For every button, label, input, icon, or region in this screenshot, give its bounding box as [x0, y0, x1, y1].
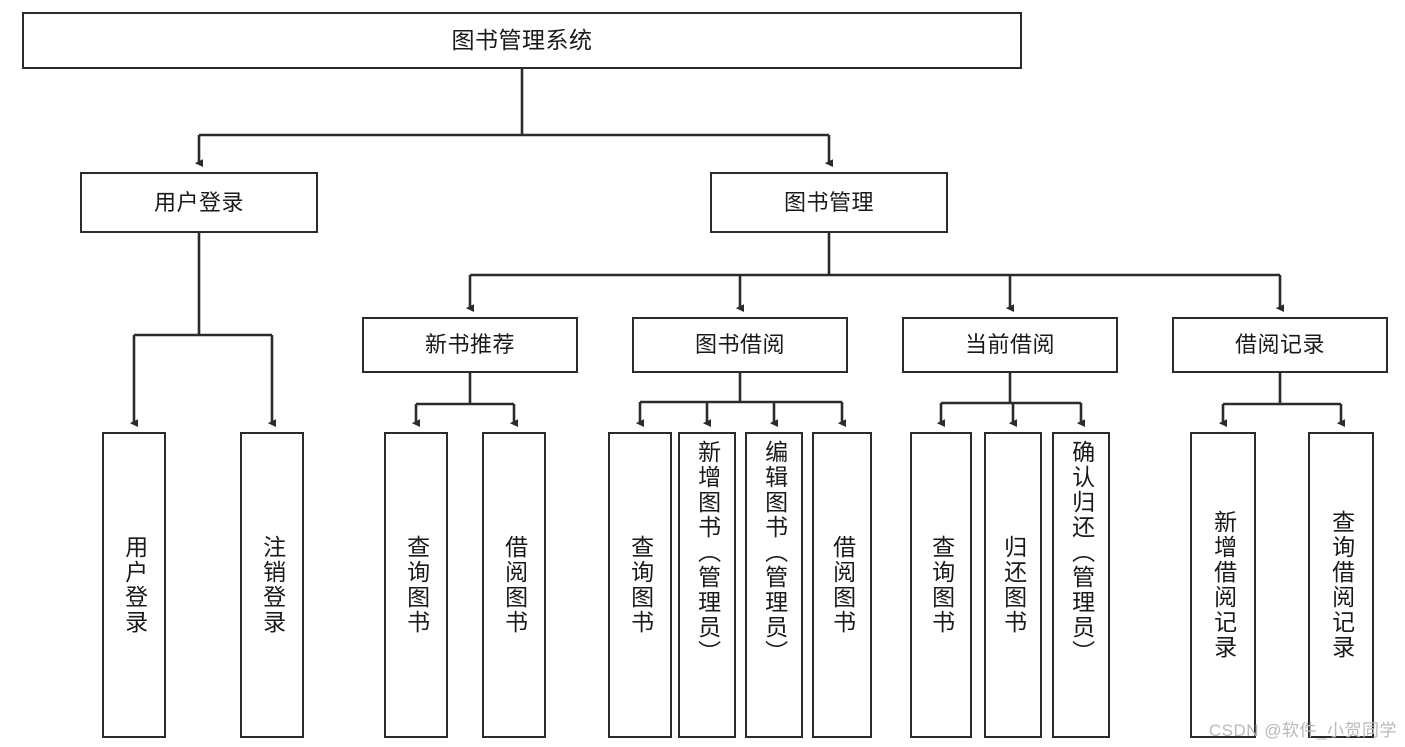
node-leaf-query-book-2-label: 查询图书 — [627, 535, 654, 635]
node-leaf-query-book-3-label: 查询图书 — [928, 535, 955, 635]
node-book-manage-label: 图书管理 — [783, 189, 874, 215]
node-leaf-query-book-3[interactable]: 查询图书 — [910, 432, 972, 738]
node-book-borrow-label: 图书借阅 — [694, 332, 785, 358]
node-leaf-logout[interactable]: 注销登录 — [240, 432, 304, 738]
node-book-borrow[interactable]: 图书借阅 — [632, 317, 848, 373]
node-leaf-add-book-admin[interactable]: 新增图书（管理员） — [678, 432, 736, 738]
node-leaf-borrow-book-2[interactable]: 借阅图书 — [812, 432, 872, 738]
node-leaf-user-login[interactable]: 用户登录 — [102, 432, 166, 738]
node-leaf-add-book-admin-label: 新增图书（管理员） — [694, 440, 721, 665]
node-borrow-record[interactable]: 借阅记录 — [1172, 317, 1388, 373]
node-leaf-logout-label: 注销登录 — [259, 535, 286, 635]
node-root-label: 图书管理系统 — [451, 26, 593, 53]
node-leaf-confirm-return[interactable]: 确认归还（管理员） — [1052, 432, 1110, 738]
node-leaf-user-login-label: 用户登录 — [121, 535, 148, 635]
node-leaf-query-record-label: 查询借阅记录 — [1328, 510, 1355, 660]
node-book-manage[interactable]: 图书管理 — [710, 172, 948, 233]
node-borrow-record-label: 借阅记录 — [1234, 332, 1325, 358]
node-leaf-query-book-2[interactable]: 查询图书 — [608, 432, 672, 738]
node-leaf-return-book-label: 归还图书 — [1000, 535, 1027, 635]
node-leaf-query-book-1[interactable]: 查询图书 — [384, 432, 448, 738]
node-current-borrow-label: 当前借阅 — [964, 332, 1055, 358]
node-leaf-edit-book-admin-label: 编辑图书（管理员） — [761, 440, 788, 665]
node-leaf-confirm-return-label: 确认归还（管理员） — [1068, 440, 1095, 665]
node-leaf-edit-book-admin[interactable]: 编辑图书（管理员） — [745, 432, 803, 738]
node-leaf-return-book[interactable]: 归还图书 — [984, 432, 1042, 738]
node-current-borrow[interactable]: 当前借阅 — [902, 317, 1118, 373]
node-leaf-borrow-book-2-label: 借阅图书 — [829, 535, 856, 635]
node-root[interactable]: 图书管理系统 — [22, 12, 1022, 69]
node-new-book-recommend[interactable]: 新书推荐 — [362, 317, 578, 373]
node-leaf-borrow-book-1-label: 借阅图书 — [501, 535, 528, 635]
node-leaf-borrow-book-1[interactable]: 借阅图书 — [482, 432, 546, 738]
node-leaf-query-record[interactable]: 查询借阅记录 — [1308, 432, 1374, 738]
node-leaf-add-record[interactable]: 新增借阅记录 — [1190, 432, 1256, 738]
node-new-book-recommend-label: 新书推荐 — [424, 332, 515, 358]
node-leaf-query-book-1-label: 查询图书 — [403, 535, 430, 635]
node-user-login[interactable]: 用户登录 — [80, 172, 318, 233]
csdn-watermark: CSDN @软件_小贺同学 — [1208, 721, 1397, 740]
node-leaf-add-record-label: 新增借阅记录 — [1210, 510, 1237, 660]
node-user-login-label: 用户登录 — [153, 189, 244, 215]
